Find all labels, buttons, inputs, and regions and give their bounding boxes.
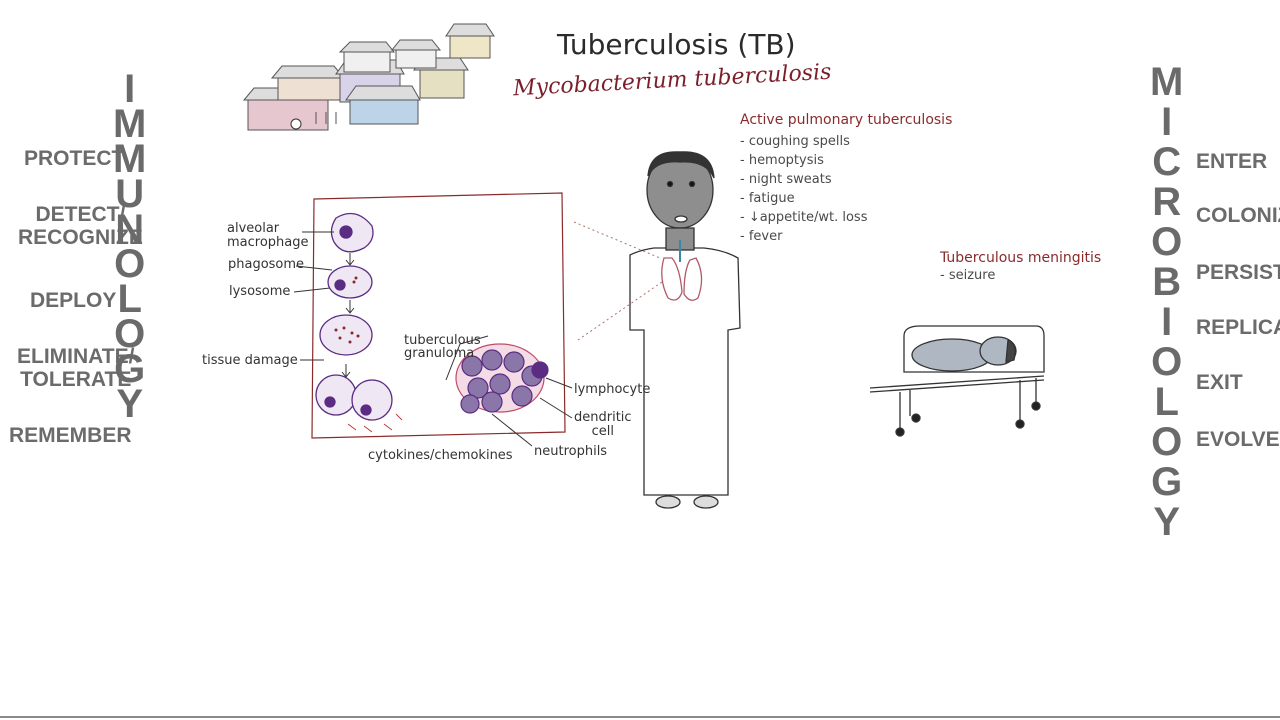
- meningitis-symptom: - seizure: [940, 268, 996, 283]
- label-neutrophils: neutrophils: [534, 444, 608, 459]
- symptom-item: - fatigue: [740, 191, 795, 206]
- person-illustration: [629, 151, 741, 509]
- step-colonize: COLONIZE: [1196, 204, 1280, 227]
- bed-illustration: [869, 325, 1045, 437]
- heading-letter: M: [113, 102, 147, 146]
- step-enter: ENTER: [1196, 150, 1268, 173]
- heading-letter: M: [113, 137, 147, 181]
- granuloma-pointers: [300, 335, 573, 447]
- symptom-item: - coughing spells: [740, 134, 850, 149]
- step-protect: PROTECT: [24, 147, 125, 170]
- label-lymphocyte: lymphocyte: [574, 382, 651, 397]
- heading-letter: O: [114, 242, 146, 286]
- label-tissue-damage: tissue damage: [202, 353, 298, 368]
- heading-letter: I: [1161, 100, 1173, 144]
- bacteria-dots: [334, 276, 360, 344]
- dotted-links: [573, 221, 663, 341]
- granuloma: [455, 343, 549, 414]
- heading-letter: R: [1152, 180, 1182, 224]
- step-remember: REMEMBER: [9, 424, 132, 447]
- step-evolve: EVOLVE: [1196, 428, 1280, 451]
- meningitis-section: Tuberculous meningitis - seizure: [940, 250, 1101, 285]
- step-replicate: REPLICATE: [1196, 316, 1280, 339]
- pulmonary-symptoms: - coughing spells - hemoptysis - night s…: [740, 132, 952, 246]
- heading-letter: Y: [1153, 500, 1180, 544]
- heading-letter: U: [115, 172, 145, 216]
- heading-letter: O: [1151, 340, 1183, 384]
- heading-letter: G: [1151, 460, 1183, 504]
- immune-response-panel: [311, 192, 566, 439]
- label-alveolar-macrophage: alveolar macrophage: [227, 221, 309, 250]
- heading-letter: B: [1152, 260, 1182, 304]
- pulmonary-section: Active pulmonary tuberculosis - coughing…: [740, 112, 952, 246]
- symptom-item: - fever: [740, 229, 783, 244]
- label-dendritic-cell: dendritic cell: [574, 410, 632, 439]
- step-persist: PERSIST: [1196, 261, 1280, 284]
- meningitis-heading: Tuberculous meningitis: [940, 250, 1102, 266]
- label-phagosome: phagosome: [228, 257, 305, 272]
- heading-letter: L: [1154, 380, 1179, 424]
- step-exit: EXIT: [1196, 371, 1243, 394]
- cytokine-marks: [347, 413, 403, 433]
- bottom-divider: [0, 716, 1280, 718]
- heading-letter: O: [1151, 220, 1183, 264]
- page-title: Tuberculosis (TB): [557, 28, 796, 61]
- symptom-item: - night sweats: [740, 172, 832, 187]
- heading-letter: I: [124, 67, 136, 111]
- label-tuberculous-granuloma: tuberculous granuloma: [404, 333, 481, 361]
- symptom-item: - ↓appetite/wt. loss: [740, 210, 868, 225]
- macrophage-cells: [315, 212, 393, 421]
- pulmonary-heading: Active pulmonary tuberculosis: [740, 112, 953, 128]
- step-deploy: DEPLOY: [30, 289, 117, 312]
- symptom-item: - hemoptysis: [740, 153, 824, 168]
- heading-letter: N: [115, 207, 145, 251]
- heading-letter: M: [1150, 60, 1184, 104]
- step-eliminate-tolerate: ELIMINATE/ TOLERATE: [17, 345, 135, 391]
- panel-arrows: [293, 231, 355, 378]
- label-cytokines: cytokines/chemokines: [368, 448, 513, 463]
- heading-letter: I: [1161, 300, 1173, 344]
- heading-letter: O: [1151, 420, 1183, 464]
- heading-letter: C: [1152, 140, 1182, 184]
- houses-illustration: [242, 23, 495, 131]
- step-detect-recognize: DETECT/ RECOGNIZE: [18, 203, 143, 249]
- label-lysosome: lysosome: [229, 284, 291, 299]
- heading-letter: G: [114, 347, 146, 391]
- heading-letter: Y: [116, 382, 143, 426]
- heading-letter: L: [117, 277, 142, 321]
- heading-letter: O: [114, 312, 146, 356]
